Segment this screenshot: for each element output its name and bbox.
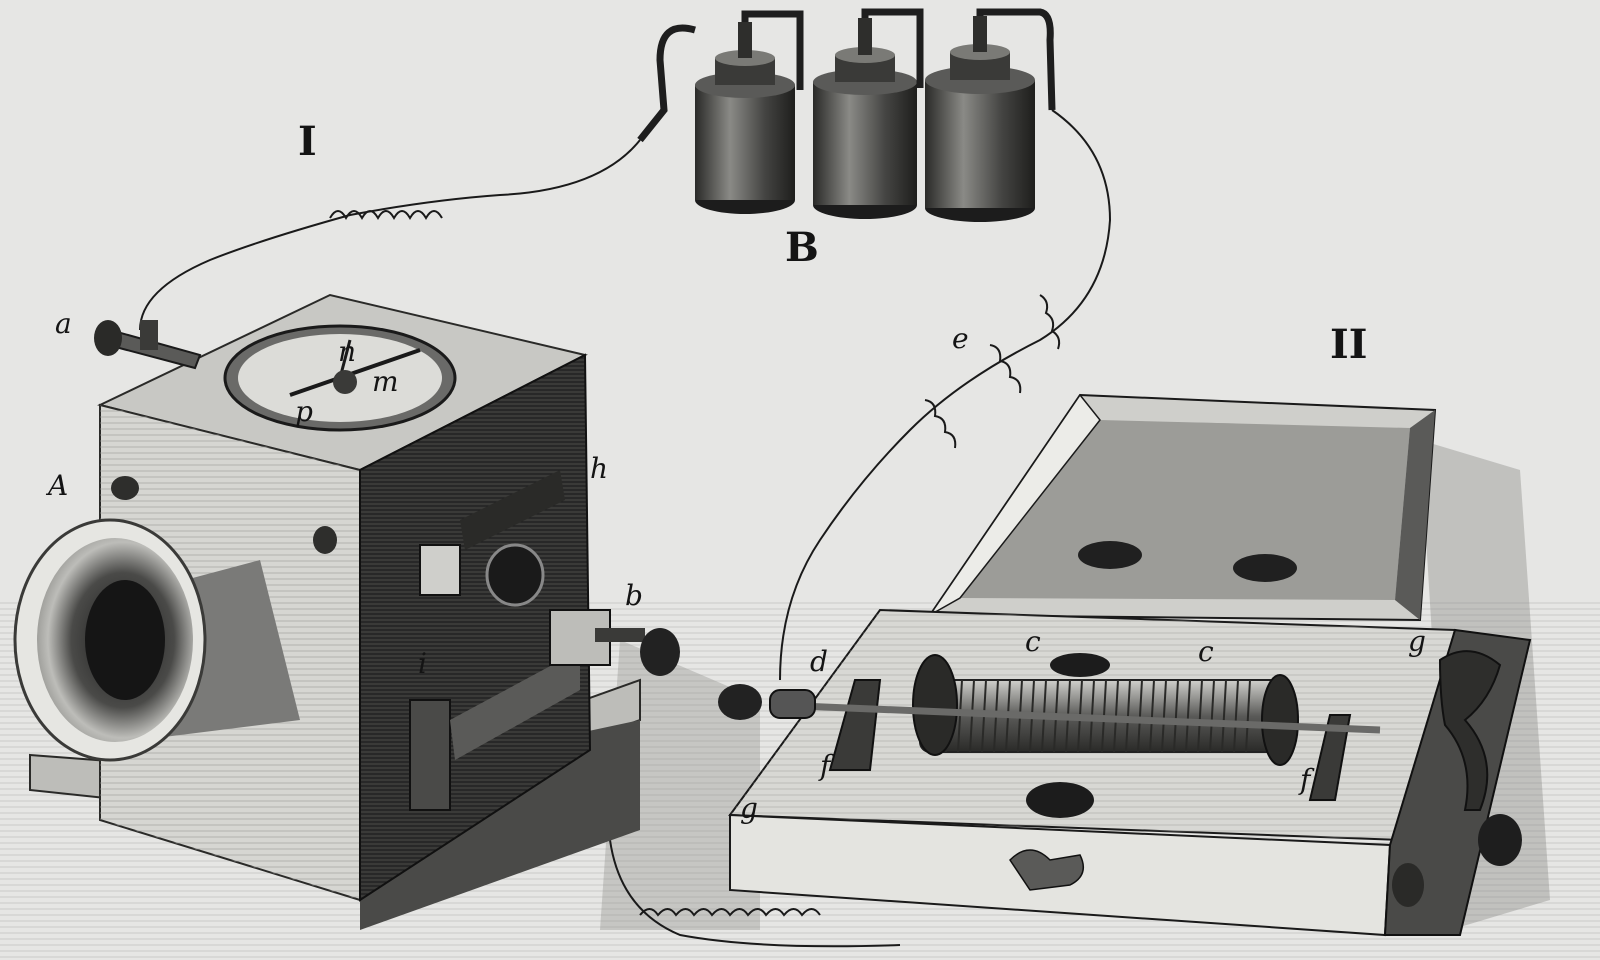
magnet-block-upper	[419, 544, 461, 596]
mouthpiece-horn	[13, 518, 300, 762]
label-a: a	[55, 307, 72, 340]
label-g-1: g	[1408, 625, 1426, 658]
wire-battery-to-a	[139, 139, 641, 331]
screw-A	[111, 476, 139, 500]
transmitter-box	[13, 293, 680, 930]
terminal-b	[549, 609, 680, 676]
magnet-block-lower	[409, 699, 451, 811]
label-c-2: c	[1198, 635, 1214, 668]
battery-jar-1	[695, 22, 795, 214]
label-n: n	[338, 335, 357, 368]
label-e: e	[952, 322, 969, 355]
terminal-a	[94, 320, 202, 370]
label-receiver-II: II	[1330, 321, 1368, 368]
label-f-2: f	[1300, 763, 1311, 796]
label-b: b	[625, 579, 643, 612]
wire-coil-loops-1	[329, 210, 443, 221]
label-battery-B: B	[785, 224, 819, 271]
label-transmitter-I: I	[298, 118, 317, 165]
battery-jar-3	[925, 16, 1035, 222]
label-c-1: c	[1025, 625, 1041, 658]
label-h: h	[590, 452, 609, 485]
label-i: i	[418, 647, 427, 680]
receiver	[718, 393, 1532, 937]
terminal-d	[769, 689, 816, 719]
battery-jar-2	[813, 18, 917, 219]
receiver-clamp	[1438, 650, 1522, 866]
label-d: d	[810, 645, 828, 678]
label-A: A	[48, 469, 69, 502]
label-g-2: g	[740, 792, 758, 825]
coil-support-right	[1308, 714, 1352, 801]
label-p: p	[295, 395, 313, 428]
receiver-coil	[718, 654, 1381, 801]
label-m: m	[372, 365, 399, 398]
wire-battery-to-d	[779, 109, 1112, 681]
battery-jars	[637, 8, 1056, 222]
screw-left-face	[313, 526, 337, 554]
label-f-1: f	[820, 749, 831, 782]
